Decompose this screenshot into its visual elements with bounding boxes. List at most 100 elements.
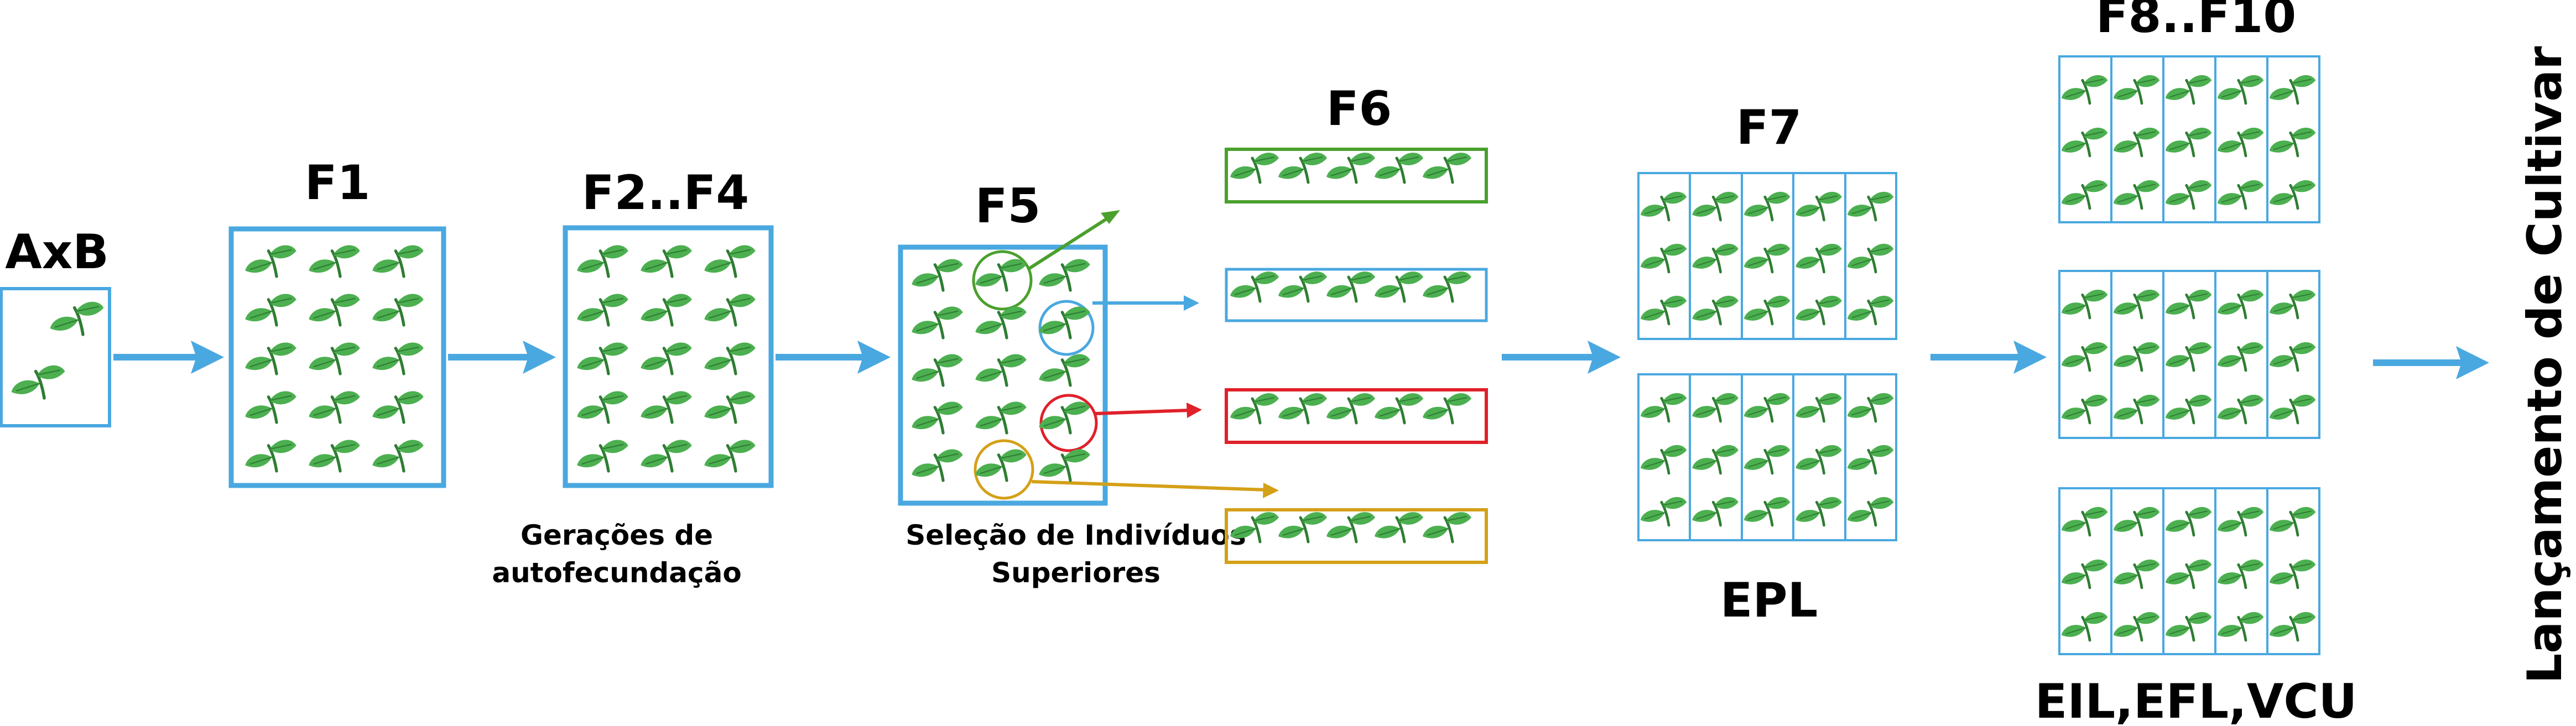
seedling-icon	[1744, 497, 1791, 525]
seedling-icon	[1278, 271, 1327, 301]
seedling-icon	[2218, 180, 2264, 208]
seedling-icon	[1692, 192, 1739, 220]
stage-label-f7: F7	[1736, 100, 1802, 155]
seedling-icon	[245, 391, 296, 422]
seedling-icon	[577, 245, 628, 276]
seedling-icon	[912, 449, 962, 480]
seedling-icon	[2166, 560, 2212, 588]
seedling-icon	[372, 342, 423, 374]
seedling-icon	[1692, 296, 1739, 324]
seedling-icon	[1375, 393, 1423, 423]
f7-block-bottom	[1637, 373, 1897, 541]
box-f6-green	[1225, 148, 1488, 203]
seedling-icon	[704, 391, 755, 422]
seedling-icon	[245, 294, 296, 325]
stage-label-f6: F6	[1326, 81, 1392, 137]
seedling-icon	[2114, 342, 2160, 370]
seedling-icon	[1692, 244, 1739, 272]
seedling-icon	[975, 259, 1026, 290]
seedling-icon	[704, 294, 755, 325]
seedling-icon	[1278, 512, 1327, 542]
seedling-icon	[1278, 153, 1327, 182]
seedling-icon	[372, 440, 423, 471]
seedling-icon	[2062, 507, 2108, 535]
seedling-icon	[1039, 449, 1090, 480]
box-f6-blue	[1225, 268, 1488, 322]
seedling-icon	[704, 245, 755, 276]
seedling-icon	[2218, 395, 2264, 423]
seedling-icon	[1641, 244, 1687, 272]
seedling-icon	[2114, 128, 2160, 156]
seedling-icon	[1796, 393, 1842, 421]
box-f1	[228, 226, 446, 488]
seedling-icon	[1692, 393, 1739, 421]
seedling-icon	[309, 294, 360, 325]
select-arrow-gold	[1031, 480, 1279, 498]
stage-label-axb: AxB	[5, 224, 109, 280]
seedling-icon	[641, 391, 691, 422]
seedling-icon	[1796, 192, 1842, 220]
seedling-icon	[12, 365, 65, 398]
box-axb	[0, 287, 111, 427]
seedling-icon	[975, 401, 1026, 433]
select-arrow-red	[1095, 403, 1202, 418]
seedling-icon	[704, 440, 755, 471]
caption-selection-line2: Superiores	[991, 557, 1160, 589]
seedling-icon	[372, 391, 423, 422]
seedling-icon	[1641, 497, 1687, 525]
stage-label-f1: F1	[305, 155, 371, 211]
box-f5	[898, 244, 1108, 506]
seedling-icon	[309, 440, 360, 471]
seedling-icon	[912, 354, 962, 385]
seedling-icon	[2218, 560, 2264, 588]
seedling-icon	[975, 354, 1026, 385]
seedling-icon	[2114, 395, 2160, 423]
seedling-icon	[1641, 296, 1687, 324]
select-circle-gold	[974, 439, 1034, 500]
seedling-icon	[2114, 180, 2160, 208]
seedling-icon	[1848, 296, 1894, 324]
seedling-icon	[1796, 296, 1842, 324]
seedling-icon	[2270, 395, 2316, 423]
seedling-icon	[2166, 75, 2212, 103]
seedling-icon	[2166, 342, 2212, 370]
seedling-icon	[641, 245, 691, 276]
seedling-icon	[2062, 180, 2108, 208]
seedling-icon	[2062, 612, 2108, 640]
seedling-icon	[2114, 75, 2160, 103]
seedling-icon	[1230, 271, 1279, 301]
seedling-icon	[641, 440, 691, 471]
seedling-icon	[372, 294, 423, 325]
seedling-icon	[2270, 342, 2316, 370]
seedling-icon	[912, 306, 962, 338]
select-arrow-blue	[1092, 295, 1199, 311]
f8f10-block-top	[2058, 55, 2320, 223]
f7-block-top	[1637, 172, 1897, 340]
seedling-icon	[704, 342, 755, 374]
seedling-icon	[2114, 290, 2160, 318]
seedling-icon	[641, 342, 691, 374]
seedling-icon	[2114, 560, 2160, 588]
seedling-icon	[577, 342, 628, 374]
seedling-icon	[2270, 290, 2316, 318]
seedling-icon	[372, 245, 423, 276]
seedling-icon	[309, 391, 360, 422]
seedling-icon	[1423, 393, 1471, 423]
seedling-icon	[1326, 153, 1375, 182]
seedling-icon	[577, 294, 628, 325]
seedling-icon	[2114, 507, 2160, 535]
seedling-icon	[577, 440, 628, 471]
seedling-icon	[1423, 271, 1471, 301]
seedling-icon	[50, 302, 104, 335]
seedling-icon	[2062, 290, 2108, 318]
seedling-icon	[1375, 271, 1423, 301]
select-arrow-green	[1028, 210, 1120, 270]
select-circle-blue	[1038, 300, 1095, 356]
seedling-icon	[1641, 445, 1687, 473]
seedling-icon	[2062, 342, 2108, 370]
seedling-icon	[1848, 445, 1894, 473]
seedling-icon	[2166, 180, 2212, 208]
seedling-icon	[2114, 612, 2160, 640]
seedling-icon	[2166, 290, 2212, 318]
